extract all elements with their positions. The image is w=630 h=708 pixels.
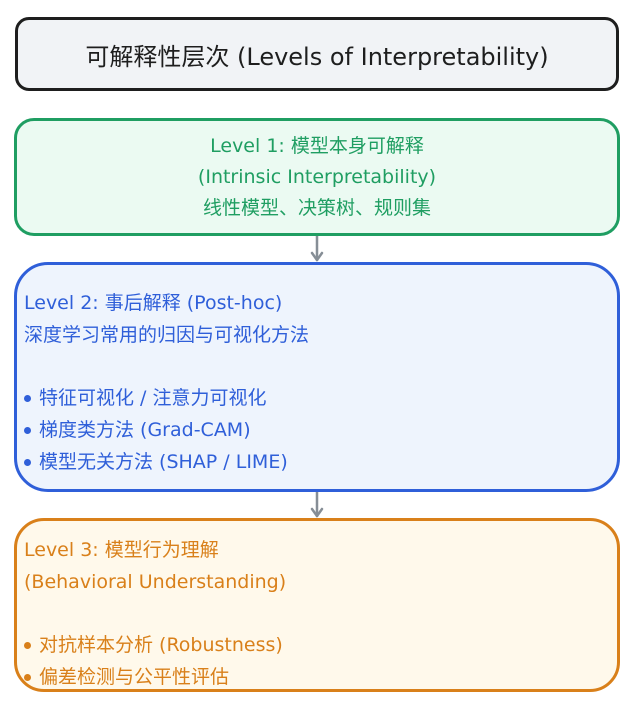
level2-content: Level 2: 事后解释 (Post-hoc) 深度学习常用的归因与可视化方法… <box>24 287 309 478</box>
level3-heading: Level 3: 模型行为理解 <box>24 539 219 561</box>
list-item: 偏差检测与公平性评估 <box>24 661 286 693</box>
level1-box: Level 1: 模型本身可解释 (Intrinsic Interpretabi… <box>14 118 620 236</box>
level3-content: Level 3: 模型行为理解 (Behavioral Understandin… <box>24 534 286 693</box>
bullet-icon <box>24 458 31 466</box>
diagram-title: 可解释性层次 (Levels of Interpretability) <box>85 42 549 71</box>
level2-subheading: 深度学习常用的归因与可视化方法 <box>24 324 310 346</box>
level1-subheading: (Intrinsic Interpretability) <box>197 165 437 188</box>
level3-bullet-text: 偏差检测与公平性评估 <box>39 666 230 688</box>
level1-heading: Level 1: 模型本身可解释 <box>210 134 424 157</box>
arrow-level1-to-level2 <box>310 236 324 262</box>
level2-bullet-text: 梯度类方法 (Grad-CAM) <box>39 419 251 441</box>
level2-heading: Level 2: 事后解释 (Post-hoc) <box>24 292 283 314</box>
level3-bullet-text: 对抗样本分析 (Robustness) <box>39 634 283 656</box>
title-box: 可解释性层次 (Levels of Interpretability) <box>15 17 619 91</box>
bullet-icon <box>24 673 31 681</box>
list-item: 对抗样本分析 (Robustness) <box>24 629 286 661</box>
level2-bullet-text: 特征可视化 / 注意力可视化 <box>39 387 267 409</box>
bullet-icon <box>24 426 31 434</box>
level3-box: Level 3: 模型行为理解 (Behavioral Understandin… <box>14 518 620 692</box>
level1-examples: 线性模型、决策树、规则集 <box>202 196 431 219</box>
bullet-icon <box>24 641 31 649</box>
level2-box: Level 2: 事后解释 (Post-hoc) 深度学习常用的归因与可视化方法… <box>14 262 620 492</box>
bullet-icon <box>24 394 31 402</box>
level2-bullet-text: 模型无关方法 (SHAP / LIME) <box>39 451 288 473</box>
list-item: 模型无关方法 (SHAP / LIME) <box>24 446 309 478</box>
level3-subheading: (Behavioral Understanding) <box>24 571 287 593</box>
list-item: 梯度类方法 (Grad-CAM) <box>24 414 309 446</box>
list-item: 特征可视化 / 注意力可视化 <box>24 382 309 414</box>
arrow-level2-to-level3 <box>310 492 324 518</box>
